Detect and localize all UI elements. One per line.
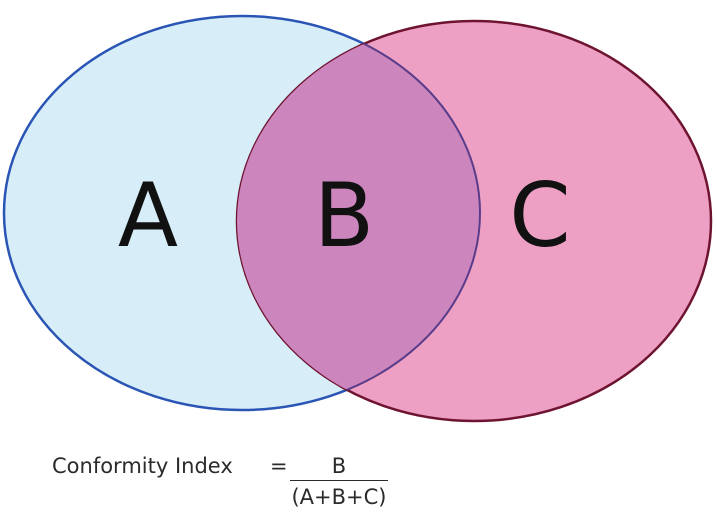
- region-b-label: B: [314, 164, 374, 267]
- formula-lhs: Conformity Index: [52, 454, 233, 478]
- conformity-index-formula: Conformity Index = B (A+B+C): [52, 447, 452, 517]
- fraction-bar: [290, 480, 388, 481]
- region-c-label: C: [509, 164, 570, 267]
- venn-diagram: A B C: [2, 14, 713, 423]
- formula-fraction: B (A+B+C): [290, 453, 388, 510]
- formula-equals: =: [270, 454, 288, 478]
- formula-denominator: (A+B+C): [291, 485, 387, 509]
- formula-numerator: B: [331, 454, 347, 478]
- region-a-label: A: [118, 164, 178, 267]
- intersection-region: [237, 21, 480, 410]
